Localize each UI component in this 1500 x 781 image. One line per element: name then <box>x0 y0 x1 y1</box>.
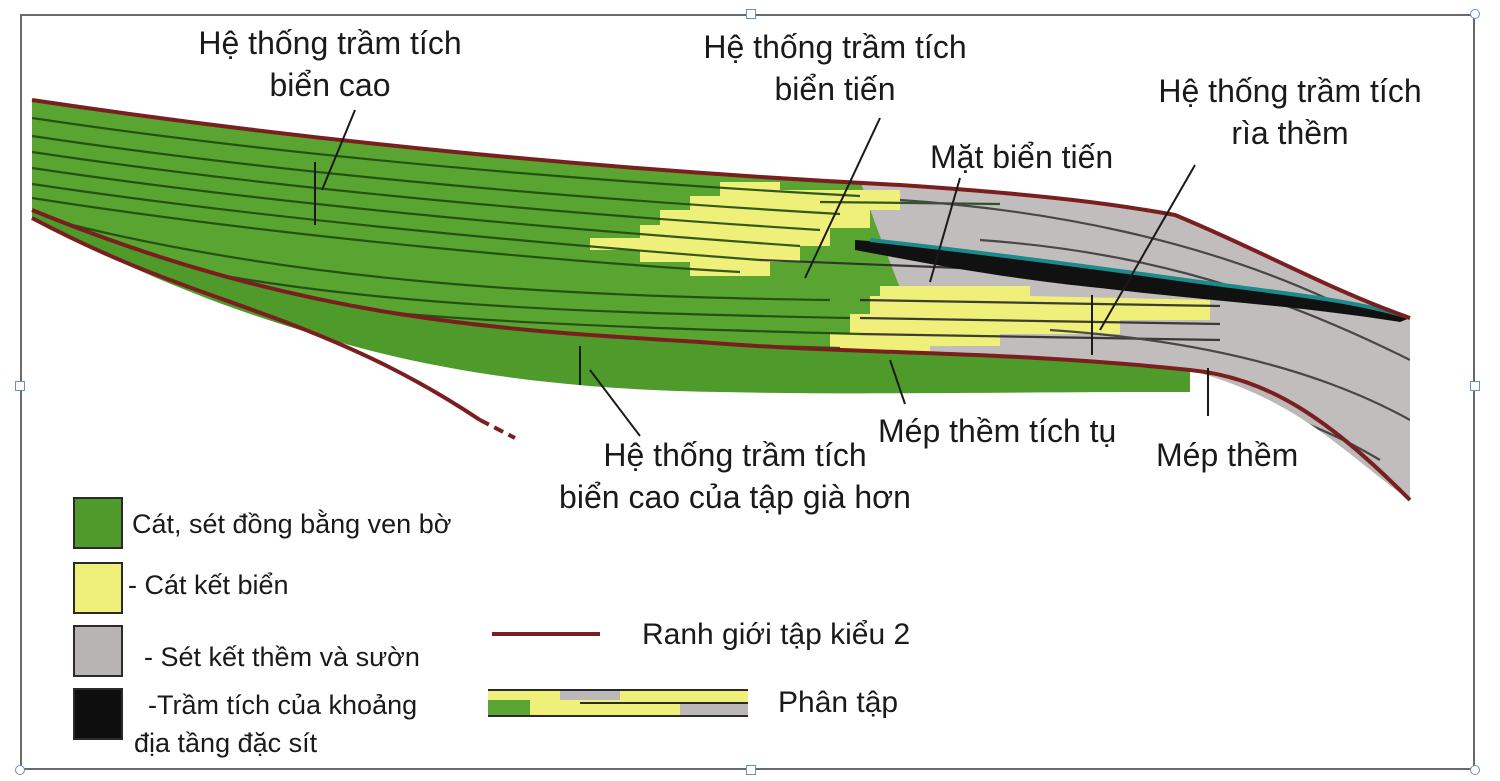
resize-handle-bottom[interactable] <box>746 765 756 775</box>
legend-label-marine-sandstone: - Cát kết biển <box>128 570 289 600</box>
legend-swatch-condensed-section <box>73 688 123 740</box>
resize-handle-bottom-right[interactable] <box>1470 765 1480 775</box>
legend-label-shelf-slope-clay: - Sét kết thềm và sườn <box>144 642 420 672</box>
resize-handle-right[interactable] <box>1470 381 1480 391</box>
leader-lines <box>314 109 1209 437</box>
legend-label-parasequence: Phân tập <box>778 686 899 719</box>
label-depositional-shelf-edge: Mép thềm tích tụ <box>878 413 1117 449</box>
resize-handle-left[interactable] <box>15 381 25 391</box>
legend-label-condensed-section-2: địa tầng đặc sít <box>134 728 318 758</box>
label-highstand-system: Hệ thống trầm tích biển cao <box>198 25 462 103</box>
resize-handle-bottom-left[interactable] <box>15 765 25 775</box>
label-transgressive-surface: Mặt biển tiến <box>930 139 1114 175</box>
resize-handle-top-right[interactable] <box>1470 9 1480 19</box>
legend-label-sequence-boundary: Ranh giới tập kiểu 2 <box>642 618 911 651</box>
legend-label-coastal-plain: Cát, sét đồng bằng ven bờ <box>132 509 452 539</box>
legend-swatch-coastal-plain <box>73 497 123 549</box>
sequence-boundaries <box>31 98 1412 502</box>
label-transgressive-system: Hệ thống trầm tích biển tiến <box>703 29 967 107</box>
label-older-highstand-system: Hệ thống trầm tích biển cao của tập già … <box>559 437 911 515</box>
legend-swatch-shelf-slope-clay <box>73 625 123 677</box>
legend-swatch-marine-sandstone <box>73 562 123 614</box>
label-shelf-margin-system: Hệ thống trầm tích rìa thềm <box>1158 73 1422 151</box>
legend-label-condensed-section-1: -Trầm tích của khoảng <box>148 690 418 720</box>
older-highstand-wedge <box>32 210 1190 394</box>
resize-handle-top[interactable] <box>746 9 756 19</box>
legend-parasequence-sample <box>488 689 748 717</box>
condensed-section-layer <box>855 240 1410 322</box>
condensed-section-teal <box>869 238 1406 318</box>
label-shelf-edge: Mép thềm <box>1156 437 1299 473</box>
